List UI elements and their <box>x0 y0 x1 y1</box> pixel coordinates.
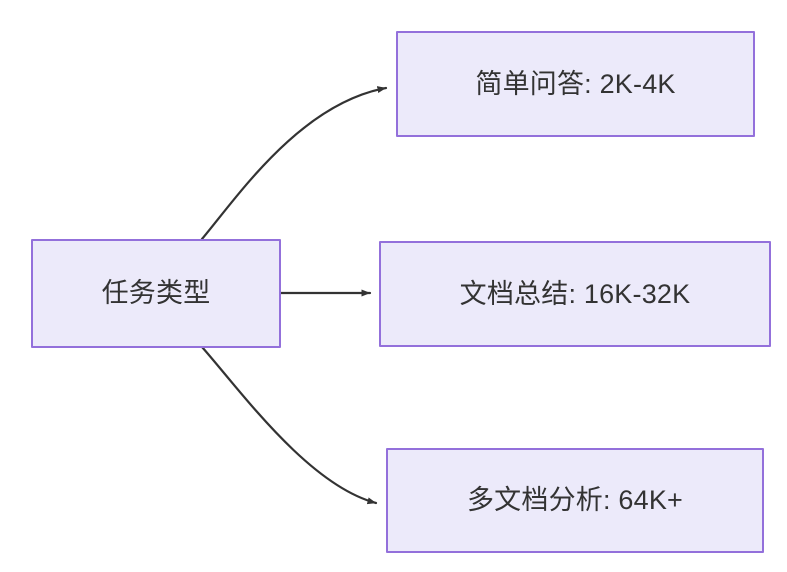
node-label: 简单问答: 2K-4K <box>475 68 676 99</box>
node-label: 任务类型 <box>101 278 211 309</box>
node-label: 多文档分析: 64K+ <box>466 485 683 516</box>
node-task-type[interactable]: 任务类型 <box>31 239 281 348</box>
edge-to-simple-qa <box>200 86 388 241</box>
node-multi-doc-analysis[interactable]: 多文档分析: 64K+ <box>386 448 764 553</box>
node-simple-qa[interactable]: 简单问答: 2K-4K <box>396 31 755 137</box>
node-doc-summary[interactable]: 文档总结: 16K-32K <box>379 241 771 347</box>
edge-to-multi-doc-analysis <box>200 345 378 505</box>
node-label: 文档总结: 16K-32K <box>459 278 691 309</box>
